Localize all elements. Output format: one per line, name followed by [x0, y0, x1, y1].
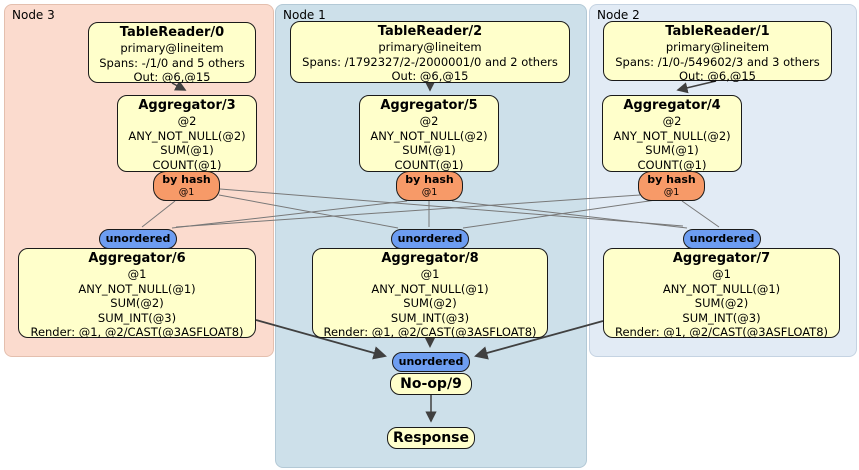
- processor-detail: Spans: -/1/0 and 5 others: [99, 55, 245, 70]
- edge-hash-left-sync-middle: [218, 194, 399, 229]
- processor-detail: SUM(@2): [403, 296, 457, 311]
- processor-title: Aggregator/4: [623, 98, 721, 113]
- processor-detail: SUM_INT(@3): [390, 310, 470, 325]
- processor-detail: ANY_NOT_NULL(@2): [613, 128, 731, 143]
- edge-tablereader1-aggregator4: [676, 80, 717, 94]
- sync-unordered-node3: unordered: [99, 229, 177, 249]
- processor-detail: SUM(@1): [645, 143, 699, 158]
- processor-detail: COUNT(@1): [152, 157, 222, 172]
- edge-aggregator7-final-sync: [474, 320, 604, 360]
- edge-tablereader0-aggregator3: [171, 80, 187, 91]
- processor-title: Aggregator/7: [672, 251, 771, 266]
- hash-router-node3: by hash @1: [153, 171, 220, 201]
- processor-title: TableReader/0: [119, 25, 225, 40]
- hash-router-node2: by hash @1: [638, 171, 705, 201]
- processor-tablereader-0: TableReader/0 primary@lineitem Spans: -/…: [88, 22, 256, 85]
- processor-title: Aggregator/8: [381, 251, 479, 266]
- processor-detail: @1: [127, 267, 147, 281]
- processor-aggregator-5: Aggregator/5 @2 ANY_NOT_NULL(@2) SUM(@1)…: [359, 95, 499, 172]
- hash-router-sublabel: @1: [178, 187, 195, 198]
- region-node-3-label: Node 3: [12, 8, 55, 22]
- hash-router-label: by hash: [162, 173, 211, 186]
- region-node-1-label: Node 1: [283, 8, 326, 22]
- processor-detail: @2: [419, 114, 439, 128]
- processor-aggregator-8: Aggregator/8 @1 ANY_NOT_NULL(@1) SUM(@2)…: [312, 248, 548, 340]
- sync-unordered-final: unordered: [392, 352, 470, 372]
- processor-detail: SUM_INT(@3): [97, 310, 177, 325]
- processor-aggregator-6: Aggregator/6 @1 ANY_NOT_NULL(@1) SUM(@2)…: [18, 248, 256, 340]
- processor-detail: ANY_NOT_NULL(@1): [371, 281, 489, 296]
- processor-title: TableReader/1: [665, 24, 770, 39]
- processor-noop-9: No-op/9: [390, 373, 472, 395]
- hash-router-node1: by hash @1: [396, 171, 463, 201]
- edge-aggregator6-final-sync: [255, 319, 387, 360]
- processor-detail: Render: @1, @2/CAST(@3ASFLOAT8): [614, 325, 829, 340]
- edge-hash-left-sync-left: [141, 200, 176, 228]
- processor-detail: @2: [662, 114, 682, 128]
- processor-detail: Spans: /1/0-/549602/3 and 3 others: [615, 54, 820, 69]
- hash-router-label: by hash: [647, 173, 696, 186]
- processor-detail: ANY_NOT_NULL(@2): [128, 128, 246, 143]
- processor-title: No-op/9: [400, 376, 462, 392]
- processor-detail: Render: @1, @2/CAST(@3ASFLOAT8): [323, 325, 537, 340]
- processor-aggregator-3: Aggregator/3 @2 ANY_NOT_NULL(@2) SUM(@1)…: [117, 95, 257, 172]
- processor-detail: Out: @6,@15: [133, 70, 211, 85]
- processor-title: Aggregator/6: [88, 251, 186, 266]
- edge-hash-right-sync-left: [175, 194, 641, 228]
- region-node-2-label: Node 2: [597, 8, 640, 22]
- processor-detail: @1: [420, 267, 440, 281]
- processor-detail: SUM(@2): [694, 296, 749, 311]
- processor-detail: SUM(@1): [160, 143, 214, 158]
- processor-detail: ANY_NOT_NULL(@1): [78, 281, 196, 296]
- processor-detail: SUM_INT(@3): [682, 310, 761, 325]
- processor-detail: @2: [177, 114, 197, 128]
- edge-hash-right-sync-middle: [462, 199, 657, 229]
- processor-title: Response: [392, 430, 470, 446]
- hash-router-sublabel: @1: [663, 187, 680, 198]
- sync-unordered-node2: unordered: [683, 229, 761, 249]
- processor-detail: primary@lineitem: [120, 41, 224, 55]
- processor-title: Aggregator/3: [138, 98, 236, 113]
- processor-detail: ANY_NOT_NULL(@2): [370, 128, 488, 143]
- processor-title: TableReader/2: [377, 24, 483, 39]
- edge-hash-middle-sync-left: [171, 200, 408, 229]
- processor-detail: SUM(@2): [110, 296, 164, 311]
- processor-detail: Spans: /1792327/2-/2000001/0 and 2 other…: [302, 54, 558, 69]
- processor-detail: SUM(@1): [402, 143, 456, 158]
- processor-detail: Render: @1, @2/CAST(@3ASFLOAT8): [30, 325, 244, 340]
- sync-unordered-node1: unordered: [391, 229, 469, 249]
- processor-aggregator-4: Aggregator/4 @2 ANY_NOT_NULL(@2) SUM(@1)…: [602, 95, 742, 172]
- processor-detail: @1: [712, 267, 731, 281]
- hash-router-label: by hash: [405, 173, 454, 186]
- processor-tablereader-2: TableReader/2 primary@lineitem Spans: /1…: [290, 21, 570, 83]
- processor-detail: primary@lineitem: [378, 40, 482, 54]
- edge-hash-right-sync-right: [681, 200, 720, 228]
- processor-detail: Out: @6,@15: [391, 69, 469, 84]
- processor-tablereader-1: TableReader/1 primary@lineitem Spans: /1…: [603, 21, 832, 84]
- processor-response: Response: [387, 427, 475, 449]
- processor-detail: ANY_NOT_NULL(@1): [662, 281, 781, 296]
- processor-title: Aggregator/5: [380, 98, 478, 113]
- processor-detail: Out: @6,@15: [679, 69, 756, 84]
- processor-detail: COUNT(@1): [637, 157, 707, 172]
- hash-router-sublabel: @1: [421, 187, 438, 198]
- processor-detail: primary@lineitem: [665, 40, 770, 54]
- processor-detail: COUNT(@1): [394, 157, 464, 172]
- processor-aggregator-7: Aggregator/7 @1 ANY_NOT_NULL(@1) SUM(@2)…: [603, 248, 840, 340]
